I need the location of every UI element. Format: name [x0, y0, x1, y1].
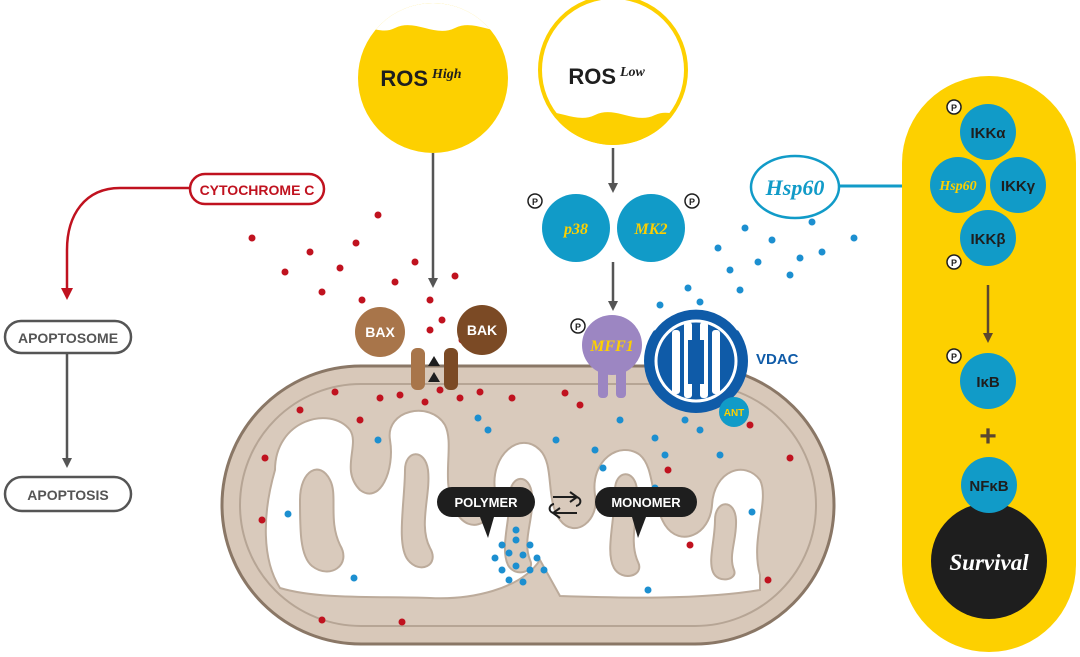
hsp60-complex-node: Hsp60 — [930, 157, 986, 213]
ros-low-superscript: Low — [619, 65, 646, 80]
svg-text:P: P — [951, 352, 957, 362]
apoptosome-label: APOPTOSOME — [18, 330, 118, 346]
polymer-label: POLYMER — [454, 495, 518, 510]
plus-sign: + — [979, 420, 997, 453]
vdac-channel — [644, 307, 748, 413]
hsp60-node: Hsp60 — [749, 154, 841, 220]
p38-label: p38 — [562, 221, 588, 238]
ikk-gamma-label: IKKγ — [1001, 178, 1036, 195]
polymer-cluster — [491, 526, 548, 586]
cytochrome-c-dots — [248, 211, 794, 626]
ros-low-node: ROS Low — [538, 0, 688, 145]
hsp60-label: Hsp60 — [765, 175, 825, 200]
bak-protein: BAK — [457, 305, 507, 355]
apoptosis-label: APOPTOSIS — [27, 487, 108, 503]
ant-label: ANT — [724, 408, 745, 419]
svg-text:P: P — [575, 322, 581, 332]
svg-text:P: P — [689, 197, 695, 207]
survival-pathway-panel: IKKα Hsp60 IKKγ IKKβ P P IκB P — [902, 76, 1076, 652]
hsp60-complex-label: Hsp60 — [938, 179, 976, 194]
phospho-badge-ikk-alpha: P — [946, 99, 962, 115]
ros-high-label: ROS — [380, 66, 428, 91]
p38-protein: p38 — [542, 194, 610, 262]
phospho-badge-mk2: P — [684, 193, 700, 209]
equilibrium-arrows-icon — [548, 491, 582, 519]
cytochrome-c-label: CYTOCHROME C — [200, 182, 315, 198]
bak-label: BAK — [467, 322, 497, 338]
pore-triangle-down — [428, 372, 440, 382]
apoptosome-box: APOPTOSOME — [3, 319, 133, 355]
svg-text:P: P — [951, 258, 957, 268]
arrow-cytochrome-to-apoptosome — [61, 186, 190, 300]
mff1-protein: MFF1 — [582, 315, 642, 398]
nfkb-node: NFκB — [961, 457, 1017, 513]
monomer-bubble: MONOMER — [595, 487, 697, 538]
ikk-beta-label: IKKβ — [971, 231, 1006, 248]
ikk-beta-node: IKKβ — [960, 210, 1016, 266]
phospho-badge-mff1: P — [570, 318, 586, 334]
survival-label: Survival — [949, 550, 1029, 575]
monomer-label: MONOMER — [611, 495, 681, 510]
vdac-label: VDAC — [756, 351, 799, 368]
ant-protein: ANT — [719, 397, 749, 427]
cytochrome-c-box: CYTOCHROME C — [188, 172, 326, 206]
phospho-badge-p38: P — [527, 193, 543, 209]
ikb-label: IκB — [976, 374, 1000, 391]
ros-low-label: ROS — [568, 64, 616, 89]
ikk-alpha-node: IKKα — [960, 104, 1016, 160]
nfkb-label: NFκB — [969, 478, 1008, 495]
bax-label: BAX — [365, 324, 395, 340]
mk2-label: MK2 — [634, 221, 668, 238]
ikk-gamma-node: IKKγ — [990, 157, 1046, 213]
polymer-bubble: POLYMER — [437, 487, 535, 538]
ikk-alpha-label: IKKα — [970, 125, 1006, 142]
svg-text:P: P — [532, 197, 538, 207]
mff1-label: MFF1 — [589, 338, 634, 355]
phospho-badge-ikb: P — [946, 348, 962, 364]
bax-bak-pore — [411, 348, 458, 390]
phospho-badge-ikk-beta: P — [946, 254, 962, 270]
apoptosis-box: APOPTOSIS — [3, 475, 133, 513]
pore-triangle-up — [428, 356, 440, 366]
ros-high-node: ROS High — [358, 3, 508, 153]
bax-protein: BAX — [355, 307, 405, 357]
ros-high-superscript: High — [431, 67, 462, 82]
mk2-protein: MK2 — [617, 194, 685, 262]
survival-node — [931, 503, 1047, 619]
ikb-node: IκB — [960, 353, 1016, 409]
svg-text:P: P — [951, 103, 957, 113]
